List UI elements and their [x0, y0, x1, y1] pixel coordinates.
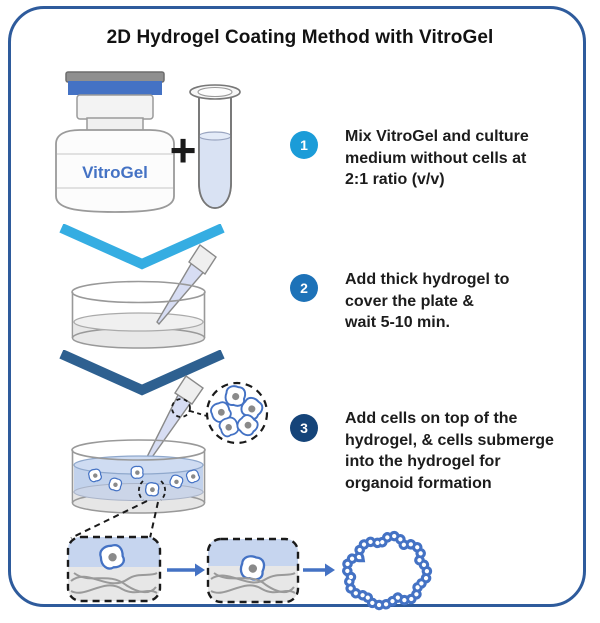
step-3-badge: 3 [290, 414, 318, 442]
step-1-description: Mix VitroGel and culture medium without … [345, 128, 529, 188]
step-3-description: Add cells on top of the hydrogel, & cell… [345, 410, 554, 492]
step-2-description: Add thick hydrogel to cover the plate & … [345, 271, 510, 331]
step-1-badge: 1 [290, 131, 318, 159]
step-2-badge: 2 [290, 274, 318, 302]
plus-sign: + [169, 124, 197, 176]
diagram-title: 2D Hydrogel Coating Method with VitroGel [106, 27, 494, 48]
diagram-border-frame [8, 6, 586, 607]
